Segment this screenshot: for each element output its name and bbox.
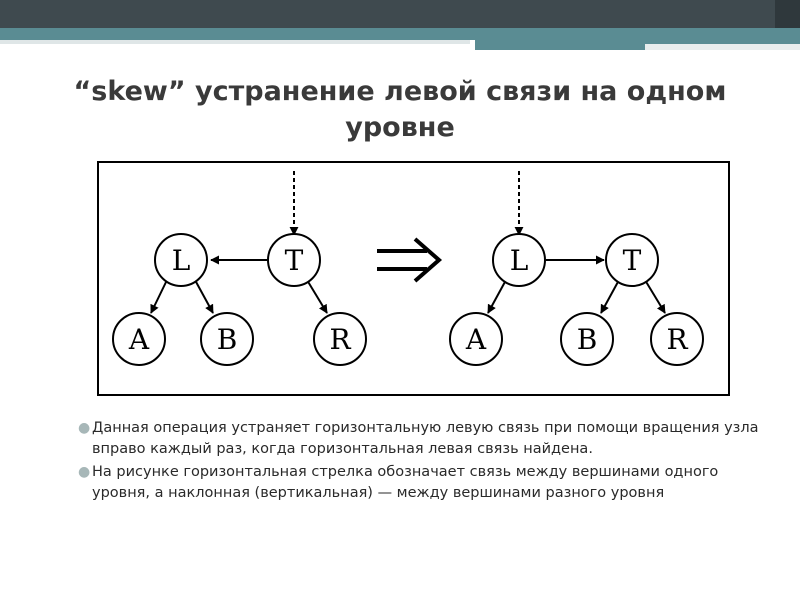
node-after-b: B	[560, 312, 614, 366]
list-item: ● На рисунке горизонтальная стрелка обоз…	[78, 462, 768, 504]
svg-text:B: B	[577, 323, 598, 356]
svg-text:A: A	[128, 323, 150, 356]
svg-text:T: T	[623, 244, 642, 277]
bullet-marker-icon: ●	[78, 420, 91, 436]
slide-title: “skew” устранение левой связи на одном у…	[0, 74, 800, 146]
svg-text:R: R	[329, 323, 351, 356]
node-before-b: B	[200, 312, 254, 366]
bullet-marker-icon: ●	[78, 464, 91, 480]
edge-after-t-b	[600, 279, 620, 314]
explanation-list: ● Данная операция устраняет горизонтальн…	[78, 418, 768, 506]
svg-text:R: R	[666, 323, 688, 356]
svg-text:A: A	[465, 323, 487, 356]
edge-before-l-a	[150, 279, 168, 314]
svg-text:T: T	[285, 244, 304, 277]
edge-after-l-a	[487, 279, 507, 314]
skew-diagram: L T A B R	[97, 161, 730, 396]
tree-after: L T A B R	[449, 171, 704, 366]
bullet-text: На рисунке горизонтальная стрелка обозна…	[92, 464, 719, 501]
slide-title-line-1: “skew” устранение левой связи на одном	[73, 76, 727, 107]
svg-text:B: B	[217, 323, 238, 356]
svg-text:L: L	[510, 244, 529, 277]
node-after-a: A	[449, 312, 503, 366]
edge-before-t-r	[306, 279, 328, 314]
node-after-r: R	[650, 312, 704, 366]
skew-diagram-canvas: L T A B R	[112, 171, 704, 366]
transform-arrow-icon	[377, 237, 443, 283]
list-item: ● Данная операция устраняет горизонтальн…	[78, 418, 768, 460]
bullet-text: Данная операция устраняет горизонтальную…	[92, 420, 759, 457]
node-before-a: A	[112, 312, 166, 366]
node-after-t: T	[605, 233, 659, 287]
edge-before-l-b	[194, 279, 214, 314]
svg-text:L: L	[172, 244, 191, 277]
header-decoration-bar	[0, 0, 800, 50]
node-before-t: T	[267, 233, 321, 287]
slide-title-line-2: уровне	[345, 112, 455, 143]
edge-after-t-r	[644, 279, 666, 314]
node-after-l: L	[492, 233, 546, 287]
tree-before: L T A B R	[112, 171, 367, 366]
node-before-l: L	[154, 233, 208, 287]
node-before-r: R	[313, 312, 367, 366]
